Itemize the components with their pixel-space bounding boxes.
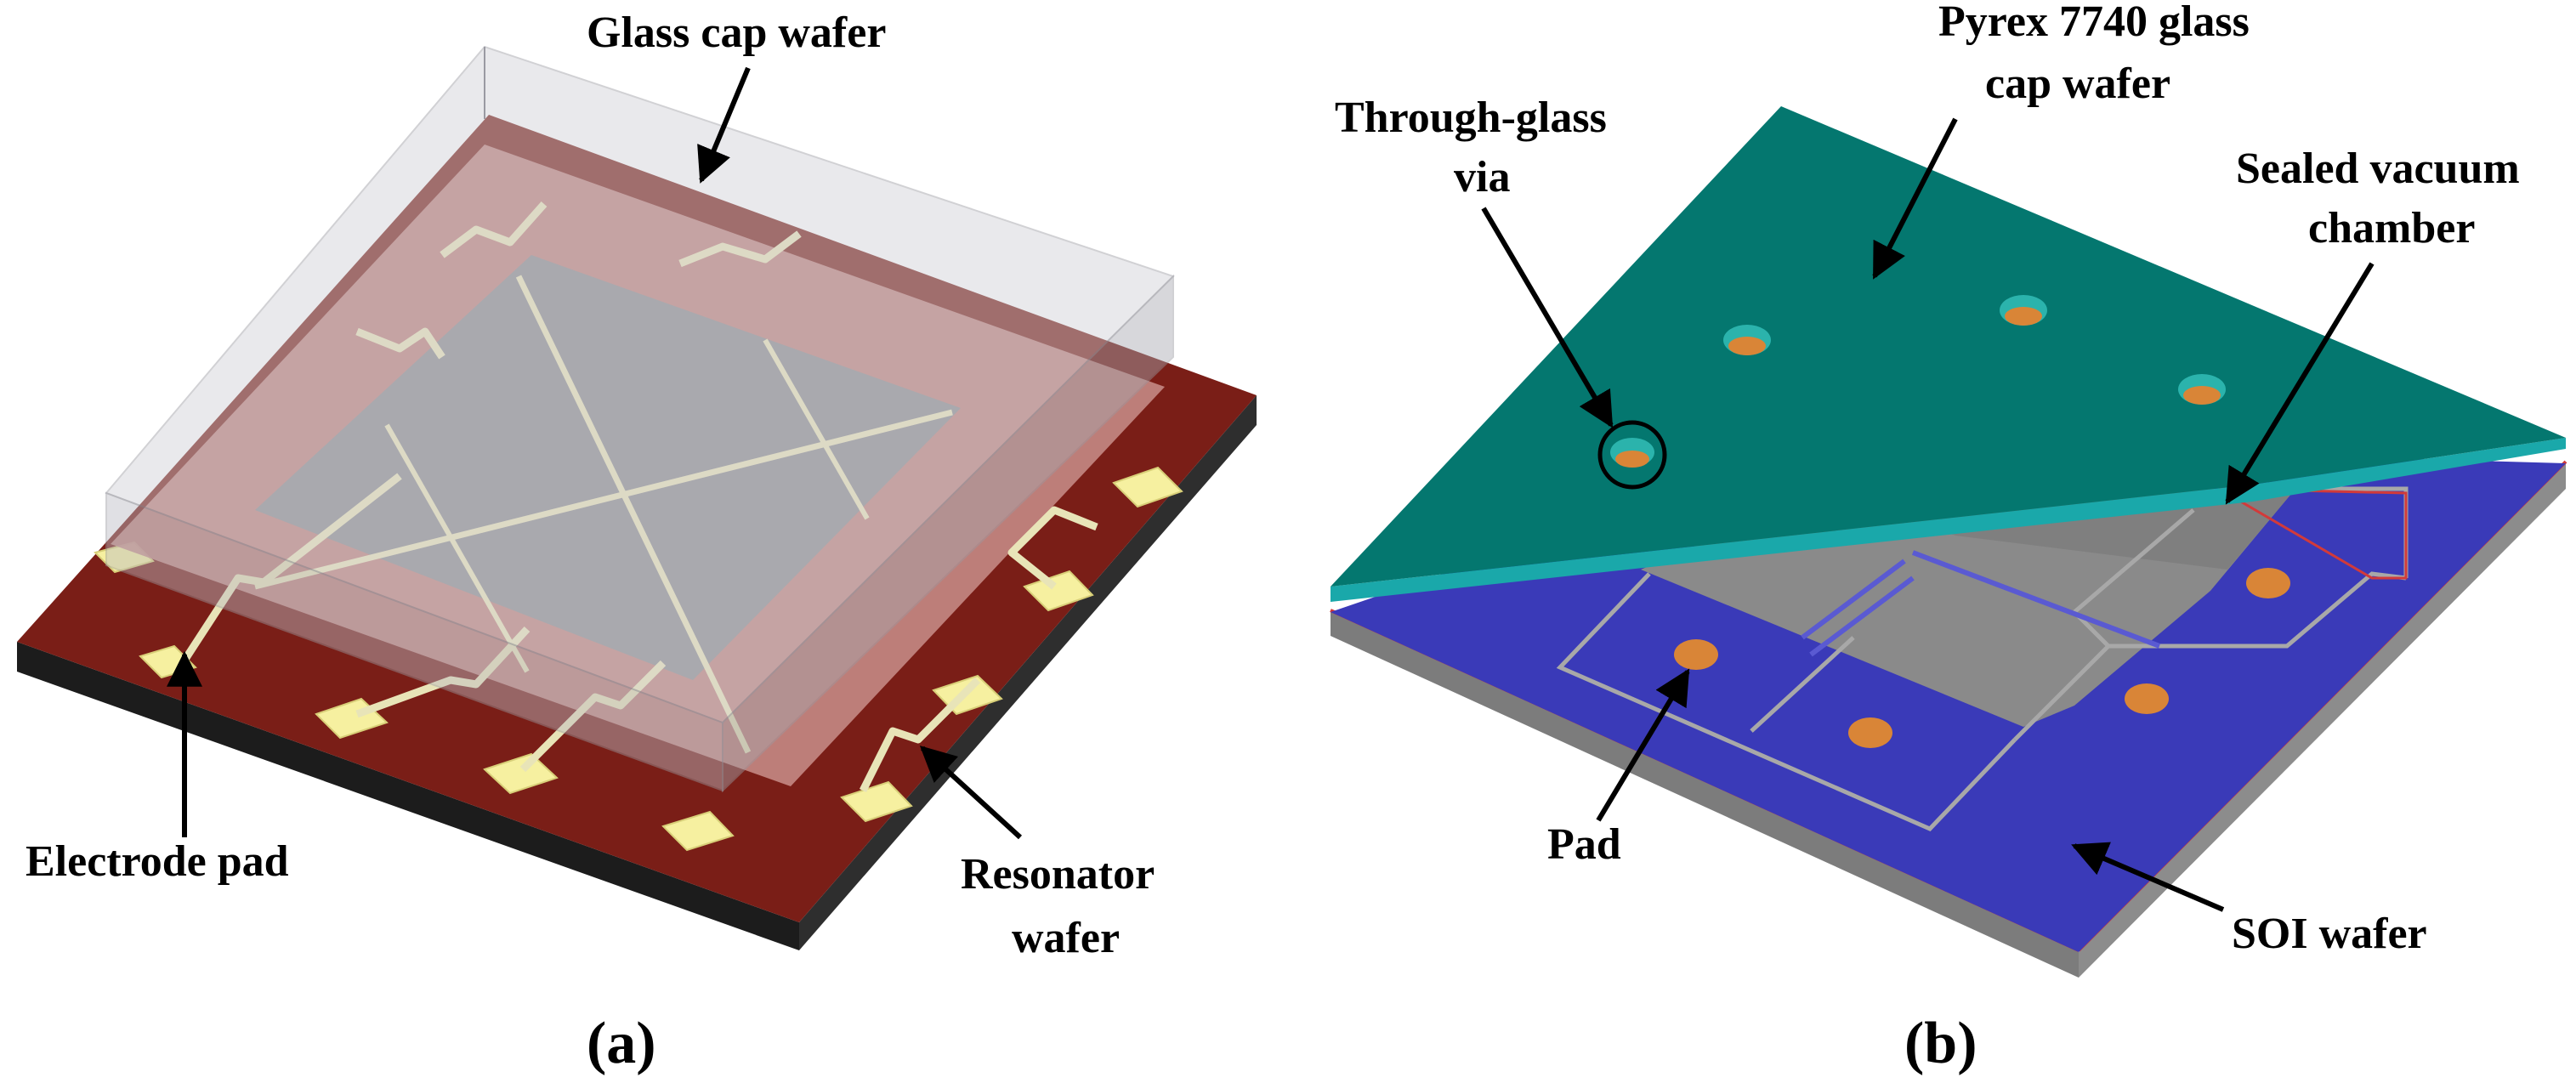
soi-arrow bbox=[2071, 842, 2225, 912]
pyrex-label-line2: cap wafer bbox=[1985, 60, 2170, 108]
via-highlighted bbox=[1597, 420, 1667, 490]
comb-drive bbox=[1809, 576, 1915, 657]
pad bbox=[2246, 568, 2290, 598]
diagonal-beam bbox=[384, 423, 530, 673]
electrode-trace bbox=[859, 677, 981, 793]
electrode-trace bbox=[355, 327, 445, 360]
substrate-side-right bbox=[799, 395, 1257, 950]
chamber-label-line1: Sealed vacuum bbox=[2236, 145, 2520, 193]
soi-pads bbox=[1674, 568, 2290, 748]
tgv-label-line2: via bbox=[1454, 153, 1510, 201]
soi-side-right bbox=[2079, 463, 2566, 978]
tgv-arrow bbox=[1481, 207, 1614, 428]
soi-side-left bbox=[1331, 612, 2079, 978]
glass-cap-side-right bbox=[722, 274, 1174, 793]
glass-cap-side-front bbox=[105, 491, 723, 792]
resonator-label-line2: wafer bbox=[1012, 914, 1120, 962]
glass-cap-arrow bbox=[697, 66, 751, 184]
resonator-arrow bbox=[919, 746, 1023, 840]
comb-drives bbox=[1801, 550, 2161, 657]
via bbox=[1723, 325, 1771, 355]
chamber-label-line2: chamber bbox=[2308, 204, 2475, 252]
electrode-pad bbox=[661, 810, 735, 852]
electrode-pad bbox=[840, 780, 913, 823]
comb-drive bbox=[1801, 559, 1906, 640]
electrode-trace bbox=[519, 660, 667, 773]
pyrex-label-line1: Pyrex 7740 glass bbox=[1938, 0, 2250, 46]
tgv-label-line1: Through-glass bbox=[1335, 94, 1607, 142]
electrode-trace bbox=[1007, 506, 1098, 590]
caption-b: (b) bbox=[1904, 1011, 1977, 1076]
glass-cap-label: Glass cap wafer bbox=[587, 9, 886, 57]
electrode-traces bbox=[179, 201, 1098, 793]
electrode-trace bbox=[440, 201, 548, 258]
through-glass-vias bbox=[1597, 295, 2226, 490]
pad bbox=[2125, 683, 2169, 714]
caption-a: (a) bbox=[587, 1011, 656, 1076]
glass-cap-wafer bbox=[105, 45, 1175, 793]
via bbox=[2178, 374, 2226, 405]
via bbox=[2000, 295, 2047, 326]
comb-drive bbox=[1911, 550, 2161, 649]
diagonal-beam bbox=[254, 409, 953, 590]
chamber-arrow bbox=[2225, 262, 2375, 505]
device-outline bbox=[1556, 572, 2017, 831]
device-outline bbox=[1750, 636, 1855, 733]
pad bbox=[1674, 639, 1718, 670]
glass-cap-side bbox=[1331, 438, 2566, 602]
diagonal-beam bbox=[515, 275, 752, 754]
electrode-pad-label-bg bbox=[17, 816, 391, 893]
via-highlight-circle bbox=[1597, 420, 1667, 490]
panel-a: Glass cap wafer Electrode pad Resonator … bbox=[17, 9, 1257, 1076]
soi-label: SOI wafer bbox=[2232, 910, 2427, 958]
electrode-pad bbox=[483, 752, 559, 795]
panel-b: Pyrex 7740 glass cap wafer Through-glass… bbox=[1330, 0, 2567, 1076]
electrode-pad bbox=[1112, 466, 1183, 508]
electrode-trace bbox=[179, 473, 402, 666]
resonator-label-line1: Resonator bbox=[961, 850, 1155, 899]
electrode-trace bbox=[355, 626, 531, 718]
pad-arrow bbox=[1596, 668, 1690, 822]
electrode-pad-label: Electrode pad bbox=[26, 837, 289, 886]
diagonal-beam bbox=[763, 338, 870, 520]
electrode-trace bbox=[678, 230, 802, 268]
substrate-side-left bbox=[17, 642, 799, 950]
red-seal-ring bbox=[2218, 487, 2408, 580]
pad bbox=[1848, 717, 1892, 748]
soi-wafer-top bbox=[1331, 442, 2566, 952]
pad-label: Pad bbox=[1547, 820, 1621, 869]
pyrex-arrow bbox=[1872, 117, 1958, 280]
glass-cap-top bbox=[105, 45, 1175, 724]
device-outline bbox=[2013, 571, 2407, 741]
